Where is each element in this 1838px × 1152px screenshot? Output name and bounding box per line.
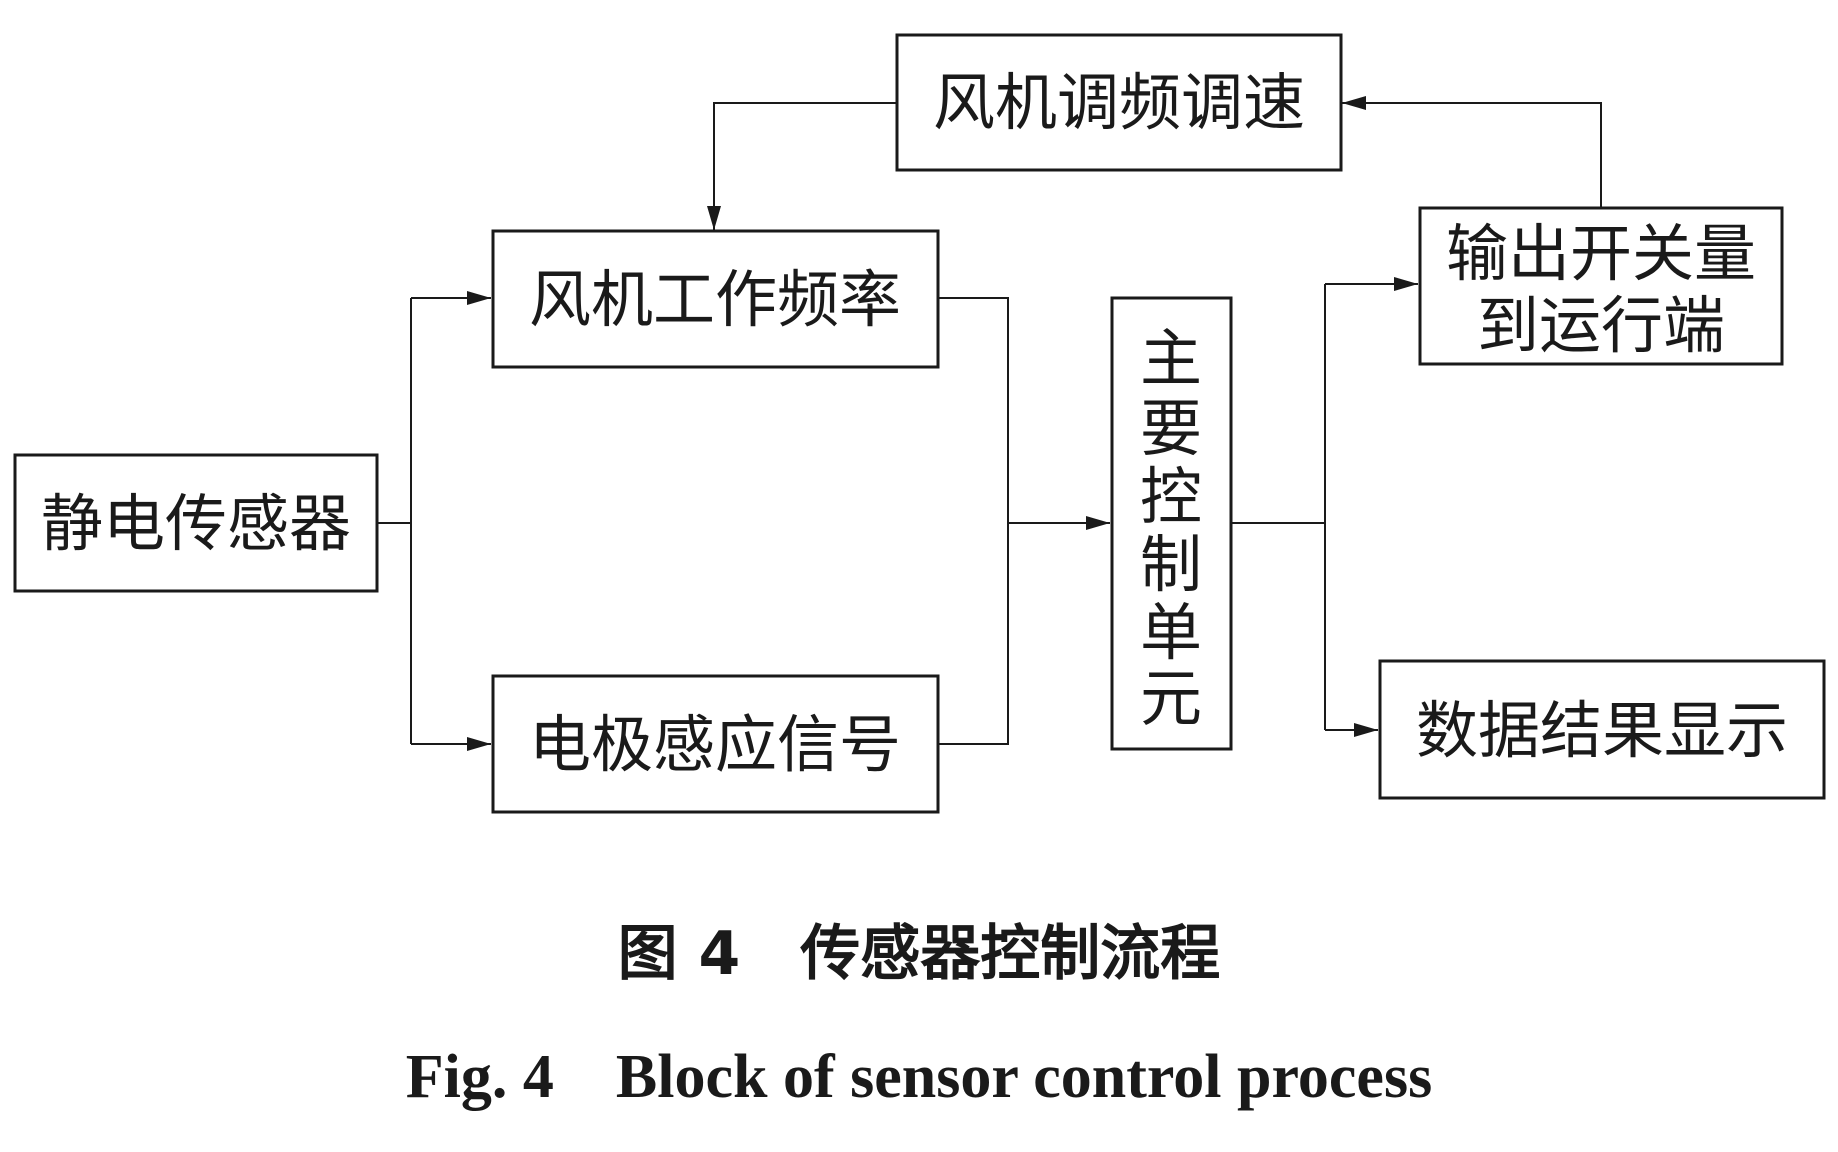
switch-output-label-line1: 输出开关量 bbox=[1446, 217, 1756, 290]
electrode-signal-label: 电极感应信号 bbox=[529, 708, 901, 781]
main-control-unit-box bbox=[1110, 296, 1233, 751]
node-labels: 静电传感器 风机工作频率 电极感应信号 风机调频调速 输出开关量 到运行端 数据… bbox=[41, 66, 1788, 781]
switch-output-box bbox=[1418, 206, 1784, 366]
fan-speed-control-box bbox=[895, 33, 1343, 172]
figure-caption-chinese: 图 4 传感器控制流程 bbox=[618, 919, 1221, 989]
connector-switch-to-fan-speed bbox=[1342, 96, 1602, 208]
fan-frequency-label: 风机工作频率 bbox=[529, 263, 901, 336]
fan-speed-control-label: 风机调频调速 bbox=[933, 66, 1305, 139]
figure-caption-english: Fig. 4 Block of sensor control process bbox=[406, 1043, 1432, 1111]
main-control-unit-char: 控 bbox=[1140, 460, 1202, 533]
boxes bbox=[13, 33, 1826, 814]
main-control-unit-char: 主 bbox=[1140, 322, 1202, 395]
data-display-label: 数据结果显示 bbox=[1416, 694, 1788, 767]
switch-output-label-line2: 到运行端 bbox=[1477, 289, 1725, 362]
main-control-unit-char: 要 bbox=[1140, 392, 1202, 465]
data-display-box bbox=[1378, 659, 1826, 800]
connector-fan-speed-to-frequency bbox=[707, 102, 896, 230]
static-sensor-box bbox=[13, 453, 379, 593]
connector-fan-frequency-out bbox=[938, 297, 1009, 745]
main-control-unit-char: 制 bbox=[1140, 528, 1202, 601]
electrode-signal-box bbox=[491, 674, 940, 814]
main-control-unit-char: 单 bbox=[1140, 596, 1202, 669]
connectors bbox=[377, 96, 1602, 751]
static-sensor-label: 静电传感器 bbox=[41, 487, 351, 560]
main-control-unit-label: 主 要 控 制 单 元 bbox=[1140, 322, 1202, 735]
fan-frequency-box bbox=[491, 229, 940, 369]
main-control-unit-char: 元 bbox=[1140, 662, 1202, 735]
